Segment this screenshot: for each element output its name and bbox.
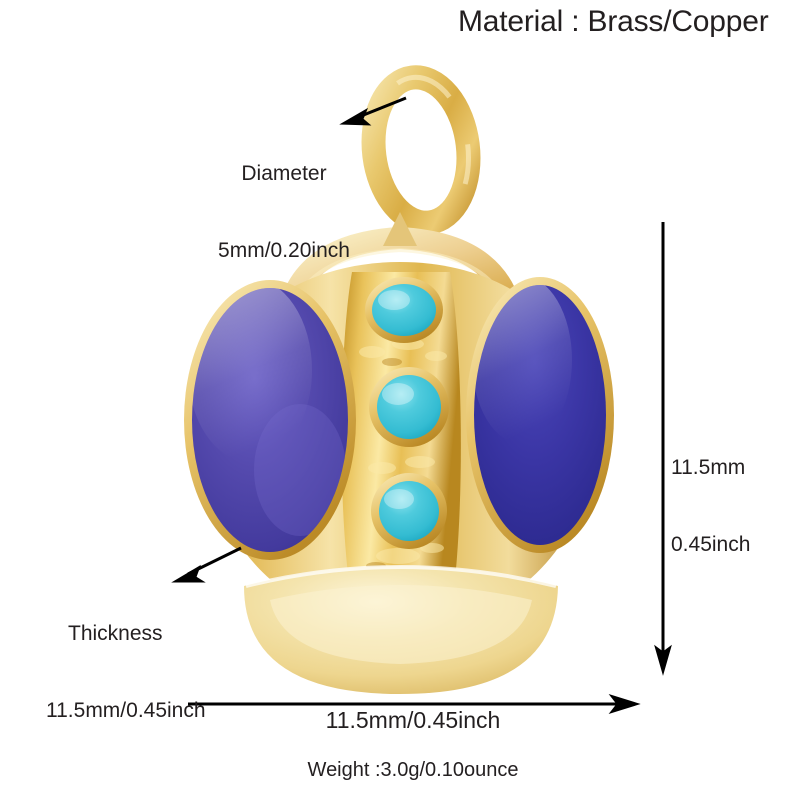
left-enamel-cabochon — [184, 280, 356, 560]
diameter-annotation-name: Diameter — [241, 162, 327, 186]
thickness-annotation-name: Thickness — [68, 622, 163, 646]
center-gold-band — [341, 272, 461, 606]
thickness-annotation: Thickness 11.5mm/0.45inch — [46, 570, 276, 775]
height-annotation-mm: 11.5mm — [671, 456, 746, 480]
diameter-annotation: Diameter 5mm/0.20inch — [204, 110, 364, 315]
turquoise-stone-bottom — [371, 473, 447, 549]
diameter-annotation-value: 5mm/0.20inch — [218, 239, 350, 263]
turquoise-stone-middle — [369, 367, 449, 447]
height-annotation-inch: 0.45inch — [671, 533, 751, 557]
height-dimension-line — [654, 222, 672, 676]
jump-ring — [361, 65, 481, 235]
thickness-annotation-value: 11.5mm/0.45inch — [46, 699, 206, 723]
weight-annotation-value: Weight :3.0g/0.10ounce — [307, 759, 519, 781]
bottom-gold-dome — [244, 565, 558, 694]
right-enamel-cabochon — [466, 277, 614, 553]
width-annotation-value: 11.5mm/0.45inch — [325, 707, 501, 733]
material-title: Material : Brass/Copper — [458, 5, 769, 38]
turquoise-stone-top — [365, 277, 443, 343]
height-annotation: 11.5mm 0.45inch — [671, 404, 800, 609]
